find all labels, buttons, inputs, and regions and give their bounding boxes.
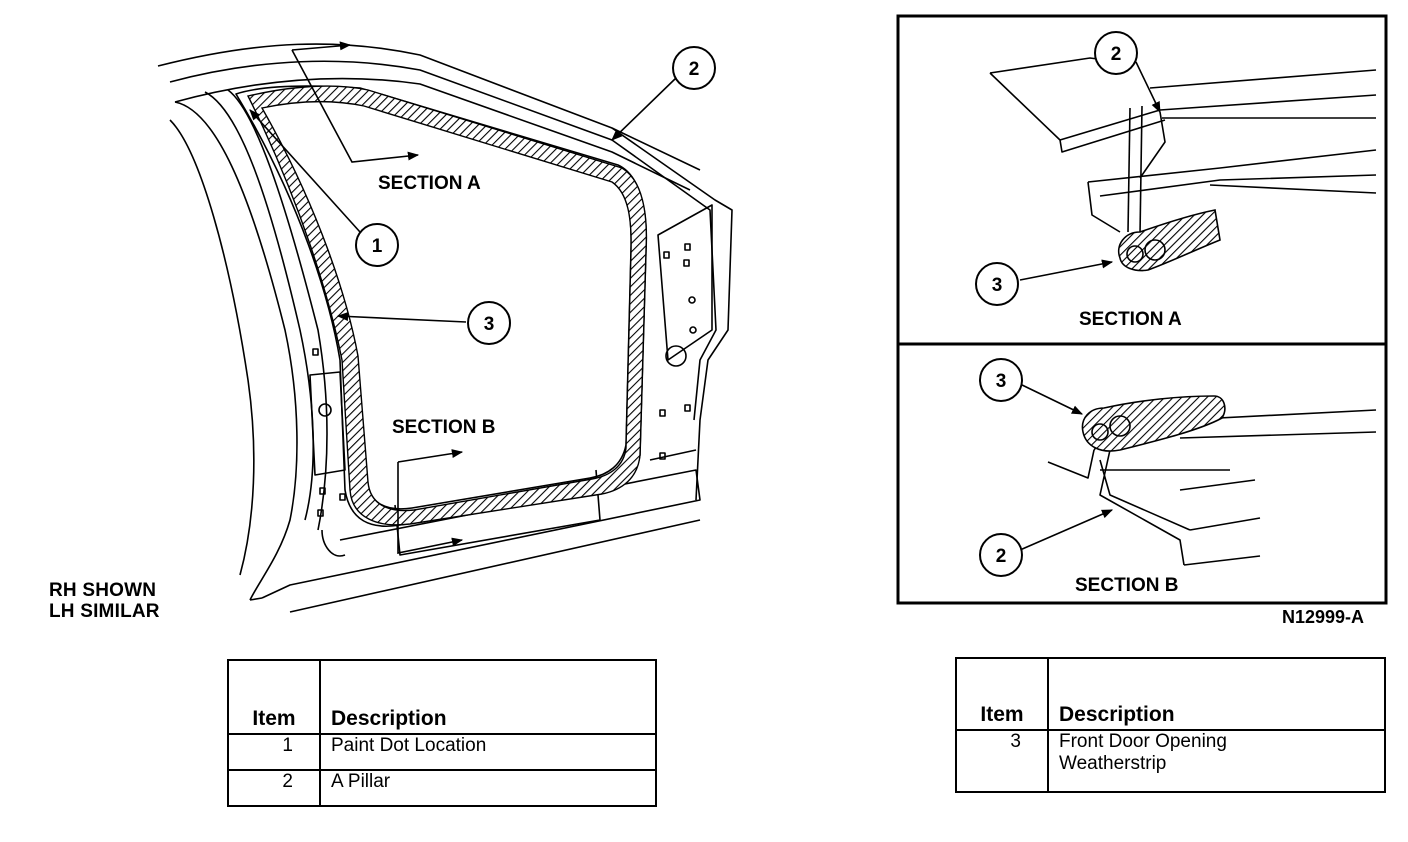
section-a-callout-2: 2 [1094, 31, 1138, 75]
figure-id: N12999-A [1282, 607, 1365, 627]
legend-right-description-header: Description [1047, 657, 1386, 731]
svg-text:1: 1 [372, 236, 383, 257]
legend-left-row2-item: 2 [227, 769, 321, 807]
svg-text:3: 3 [996, 371, 1007, 392]
legend-table-right: Item Description 3 Front Door Opening We… [955, 657, 1386, 793]
orientation-note-line2: LH SIMILAR [49, 601, 160, 622]
weatherstrip-band [246, 85, 648, 526]
section-b-callout-2: 2 [979, 533, 1023, 577]
orientation-note-line1: RH SHOWN [49, 580, 157, 601]
legend-left-item-header: Item [227, 659, 321, 735]
legend-right-row1-item: 3 [955, 729, 1049, 793]
section-a-detail-label: SECTION A [1079, 309, 1182, 330]
table-row: 1 Paint Dot Location [227, 733, 657, 771]
legend-right-row1-description-line2: Weatherstrip [1059, 753, 1167, 774]
svg-text:2: 2 [996, 546, 1007, 567]
orientation-note: RH SHOWN LH SIMILAR [49, 580, 160, 622]
section-a-leaders [1019, 61, 1161, 281]
section-b-seal-bulb [1081, 395, 1226, 452]
section-a-cut-arrow [291, 41, 420, 163]
section-b-callout-3: 3 [979, 358, 1023, 402]
svg-text:2: 2 [689, 59, 700, 80]
callout-1: 1 [355, 223, 399, 267]
section-b-label: SECTION B [392, 417, 495, 438]
section-a-seal-bulb [1118, 209, 1221, 272]
legend-left-row1-description: Paint Dot Location [319, 733, 657, 771]
legend-left-row2-description: A Pillar [319, 769, 657, 807]
callout-3: 3 [467, 301, 511, 345]
legend-right-row1-description: Front Door Opening Weatherstrip [1047, 729, 1386, 793]
section-a-detail [989, 57, 1377, 236]
svg-text:3: 3 [484, 314, 495, 335]
section-b-leaders [1019, 383, 1114, 551]
legend-right-row1-description-line1: Front Door Opening [1059, 731, 1227, 752]
legend-left-row1-item: 1 [227, 733, 321, 771]
section-a-callout-3: 3 [975, 262, 1019, 306]
callout-2: 2 [672, 46, 716, 90]
detail-frame [896, 14, 1388, 605]
section-a-label: SECTION A [378, 173, 481, 194]
main-leader-lines [249, 77, 677, 323]
legend-left-description-header: Description [319, 659, 657, 735]
table-row: 3 Front Door Opening Weatherstrip [955, 729, 1386, 793]
legend-table-left: Item Description 1 Paint Dot Location 2 … [227, 659, 657, 807]
table-row: 2 A Pillar [227, 769, 657, 807]
section-b-detail-label: SECTION B [1075, 575, 1178, 596]
svg-text:3: 3 [992, 275, 1003, 296]
section-b-cut-arrow [397, 449, 464, 554]
legend-right-item-header: Item [955, 657, 1049, 731]
svg-text:2: 2 [1111, 44, 1122, 65]
